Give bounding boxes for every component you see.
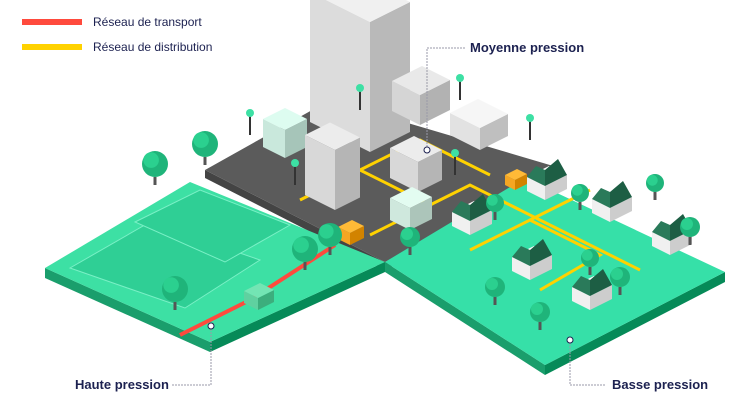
leader-high [172,326,212,386]
gas-station-roof [450,99,508,128]
street-lamp-1 [356,84,364,110]
kiosk-building [263,108,307,158]
tractor-roof [244,283,274,298]
legend-transport: Réseau de transport [22,15,202,29]
gas-cabinet-1-right [350,226,364,245]
tree-6 [485,277,505,305]
tree-10 [680,217,700,245]
house-6-roof [572,269,612,296]
crop-field-1 [133,189,292,263]
residential-platform-side-left [385,262,545,375]
tractor-right [258,290,274,310]
tree-2 [162,276,188,310]
tractor [244,283,274,310]
legend-swatch-distribution [22,44,82,50]
legend-swatch-transport [22,19,82,25]
city-building-3-right [418,150,442,192]
apartment-building-roof [305,122,360,150]
tree-0 [142,151,168,185]
house-1-right [470,210,492,235]
gas-station-right [480,114,508,150]
street-lamp-5 [451,149,459,175]
tall-office-building-roof [326,0,410,22]
street-lamp-4 [291,159,299,185]
field-platform-side-right [210,262,385,352]
apartment-building-right [335,137,360,210]
distribution-pipe-4 [499,198,641,272]
tree-5 [400,227,420,255]
tree-1 [192,131,218,165]
small-building [390,187,432,230]
gas-cabinet-2-right [515,174,527,190]
leader-lines [172,47,605,386]
apartment-building [305,122,360,210]
house-5-right [530,255,552,280]
house-5-roof [512,239,552,266]
field-platform-side-left [45,268,210,352]
street-lamp-2 [456,74,464,100]
house-2-right [545,175,567,200]
legend-label-transport: Réseau de transport [93,15,202,29]
crop-field-0 [68,221,262,309]
distribution-pipe-3 [469,218,604,292]
tree-13 [571,184,589,210]
kiosk-building-left [263,119,285,158]
gas-cabinet-2-roof [505,169,527,180]
dot-high [207,322,215,330]
kiosk-building-right [285,119,307,158]
city-building-3-left [390,148,418,192]
gas-cabinet-2 [505,169,527,190]
leader-low [569,340,605,386]
street-lamp-3 [526,114,534,140]
dot-low [566,336,574,344]
tree-9 [646,174,664,200]
house-5-left [512,257,530,280]
small-building-roof [390,187,432,208]
house-1-left [452,212,470,235]
street-lamp-0 [246,109,254,135]
house-3-roof [592,181,632,208]
gas-station-left [450,113,480,150]
city-building-3 [390,136,442,192]
house-2-roof [527,159,567,186]
tree-4 [318,223,342,255]
label-basse-pression: Basse pression [612,377,709,392]
residential-platform-side-right [545,272,725,375]
tree-7 [530,302,550,330]
label-moyenne-pression: Moyenne pression [470,40,585,55]
leader-dots [207,146,574,344]
legend-label-distribution: Réseau de distribution [93,40,213,54]
tree-12 [581,249,599,275]
gas-cabinet-1-roof [338,220,364,233]
tall-office-building-left [310,0,370,152]
tree-3 [292,236,318,270]
house-4-left [652,232,670,255]
gas-station [450,99,508,150]
tree-11 [486,194,504,220]
house-3-right [610,197,632,222]
dot-medium [423,146,431,154]
small-building-left [390,198,410,230]
house-6-right [590,285,612,310]
kiosk-building-roof [263,108,307,130]
tree-8 [610,267,630,295]
office-building-2-roof [392,66,450,95]
buildings-and-trees [142,0,700,330]
city-building-3-roof [390,136,442,162]
tractor-left [244,291,258,310]
legend-distribution: Réseau de distribution [22,40,212,54]
house-6-left [572,287,590,310]
office-building-2-left [392,81,420,125]
label-haute-pression: Haute pression [75,377,169,392]
apartment-building-left [305,135,335,210]
leader-medium [426,47,465,150]
house-2-left [527,177,545,200]
house-3-left [592,199,610,222]
tall-office-building [310,0,410,152]
